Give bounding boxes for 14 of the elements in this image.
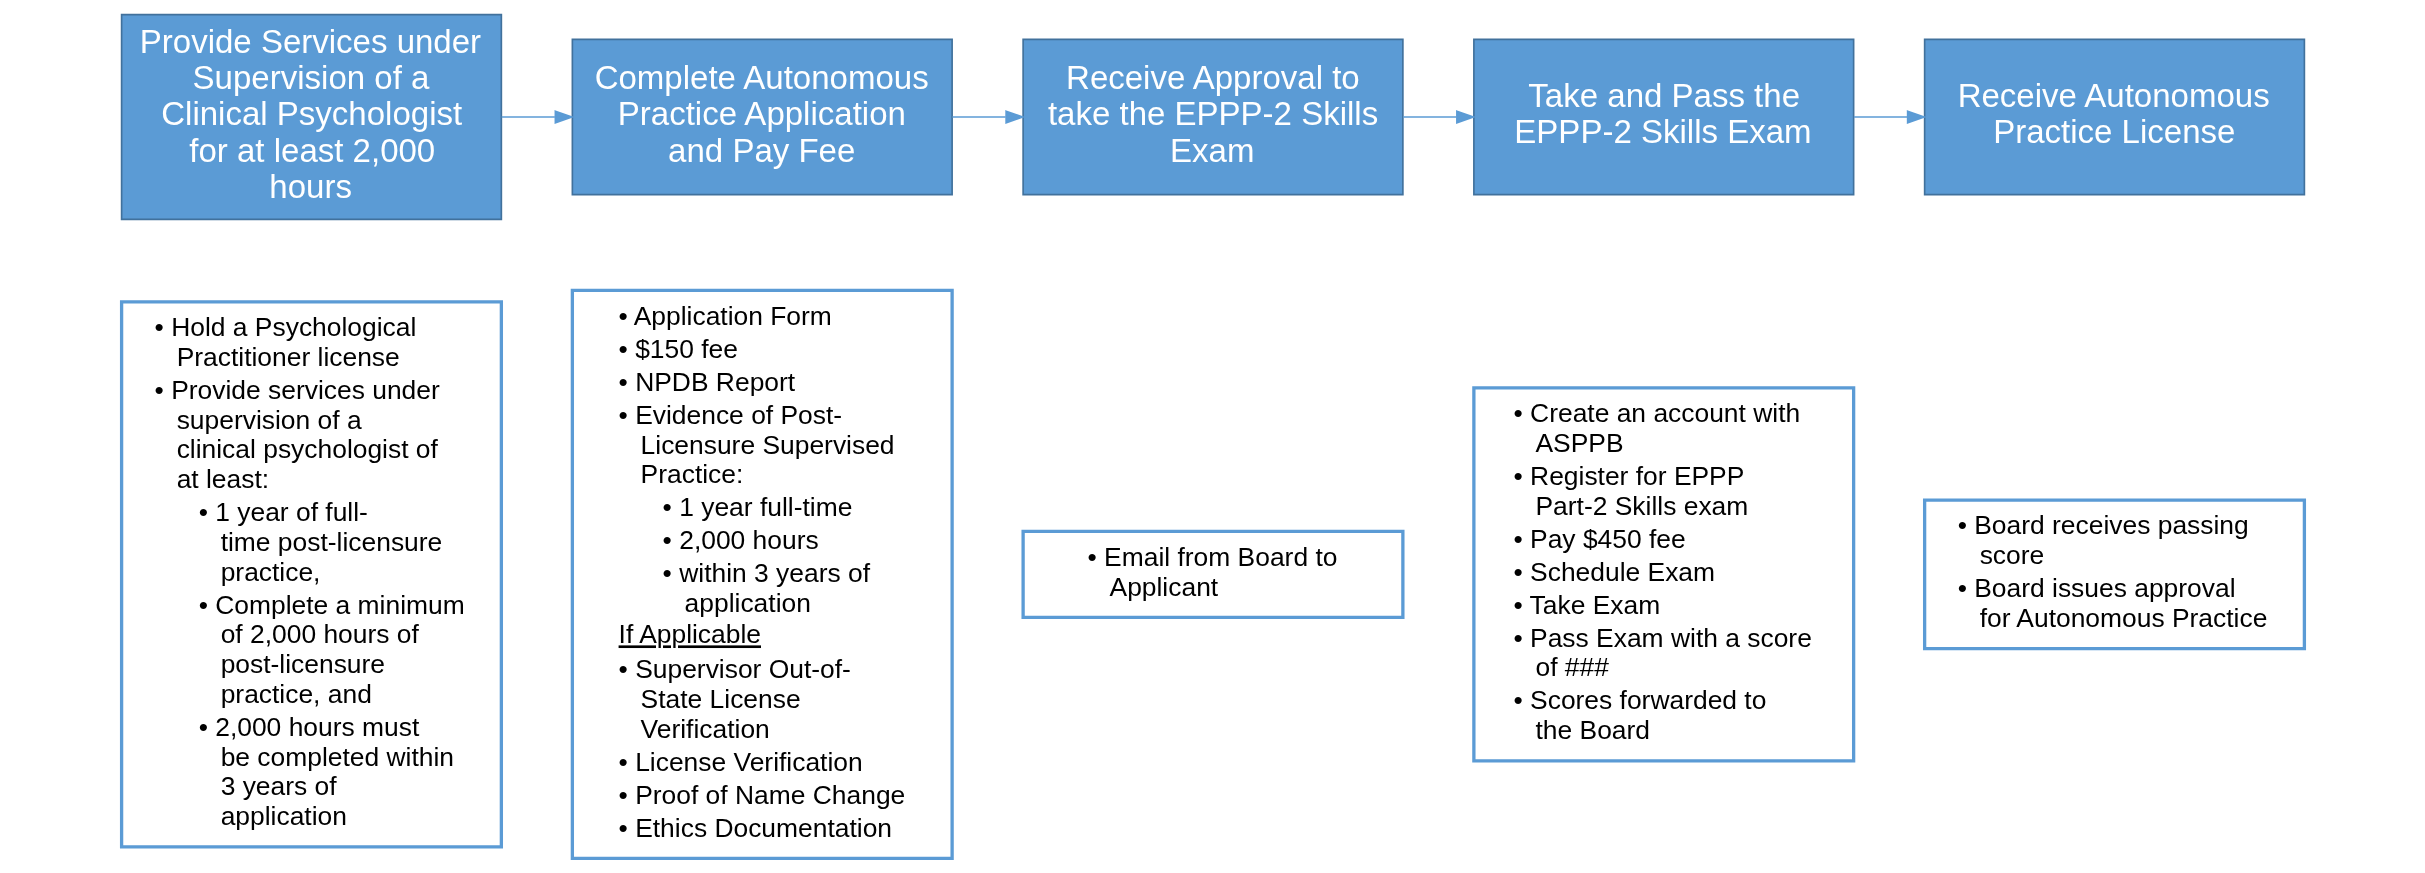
node-box: Take and Pass the EPPP-2 Skills Exam [1472,38,1854,196]
node-box: • Application Form • $150 fee • NPDB Report • Evidence of Post-Licensure Supervised Practice: • 1 year full-time • 2,000 hours • within 3 years of application If Applicable • Supervisor Out-of-State License Verification • License Verification • Proof of Name Change • Ethics Documentation [570,288,954,860]
node-box: Complete Autonomous Practice Application and Pay Fee [571,38,953,196]
node-box: • Email from Board to Applicant [1020,529,1405,619]
node-box: • Board receives passing score • Board issues approval for Autonomous Practice [1922,498,2306,651]
node-box: • Create an account with ASPPB • Register for EPPP Part-2 Skills exam • Pay $450 fee • Schedule Exam • Take Exam • Pass Exam with a score of ### • Scores forwarded to the Board [1471,386,1855,763]
arrow [1401,110,1476,124]
node-box: Provide Services under Supervision of a Clinical Psychologist for at least 2,000 hours [120,13,502,221]
arrow [500,110,574,124]
node-box: • Hold a Psychological Practitioner license • Provide services under supervision of a clinical psychologist of at least: • 1 year of full-time post-licensure practice, • Complete a minimum of 2,000 hours of post-licensure practice, and • 2,000 hours must be completed within 3 years of application [119,300,503,849]
arrow [1852,110,1927,124]
node-box: Receive Autonomous Practice License [1923,38,2305,196]
arrow [951,110,1025,124]
node-box: Receive Approval to take the EPPP-2 Skills Exam [1021,38,1404,196]
